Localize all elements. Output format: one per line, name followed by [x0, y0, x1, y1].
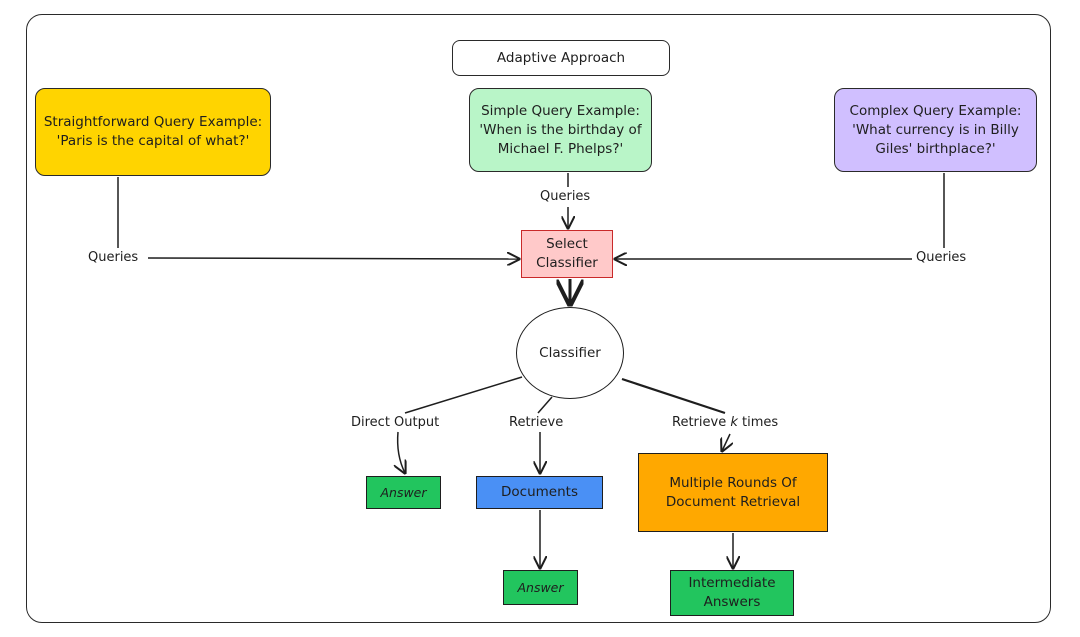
- intermediate-answers-node: Intermediate Answers: [670, 570, 794, 616]
- diagram-frame: [26, 14, 1051, 623]
- straightforward-query-example: Straightforward Query Example: 'Paris is…: [35, 88, 271, 176]
- select-classifier-node: Select Classifier: [521, 230, 613, 278]
- documents-node: Documents: [476, 476, 603, 509]
- answer-direct-node: Answer: [366, 476, 441, 509]
- retrieve-k-suffix: times: [737, 415, 779, 430]
- queries-label-left: Queries: [86, 250, 141, 265]
- retrieve-k-variable: k: [730, 415, 738, 430]
- classifier-node: Classifier: [516, 307, 624, 399]
- answer-retrieve-node: Answer: [503, 570, 578, 605]
- branch-direct-output: [404, 376, 523, 414]
- retrieve-label: Retrieve: [507, 415, 566, 430]
- arrow-direct-to-answer: [398, 431, 405, 473]
- branch-retrieve: [537, 396, 553, 414]
- multiple-rounds-retrieval-node: Multiple Rounds Of Document Retrieval: [638, 453, 828, 532]
- direct-output-label: Direct Output: [349, 415, 442, 430]
- queries-label-right: Queries: [914, 250, 969, 265]
- arrow-left-queries: [147, 258, 519, 259]
- queries-label-top: Queries: [538, 189, 593, 204]
- branch-retrieve-k: [621, 377, 726, 415]
- retrieve-k-prefix: Retrieve: [672, 415, 731, 430]
- arrow-retrieve-k-to-multiple: [722, 433, 730, 451]
- retrieve-k-times-label: Retrieve k times: [670, 415, 781, 430]
- complex-query-example: Complex Query Example: 'What currency is…: [834, 88, 1037, 172]
- simple-query-example: Simple Query Example: 'When is the birth…: [469, 88, 652, 172]
- diagram-title: Adaptive Approach: [452, 40, 670, 76]
